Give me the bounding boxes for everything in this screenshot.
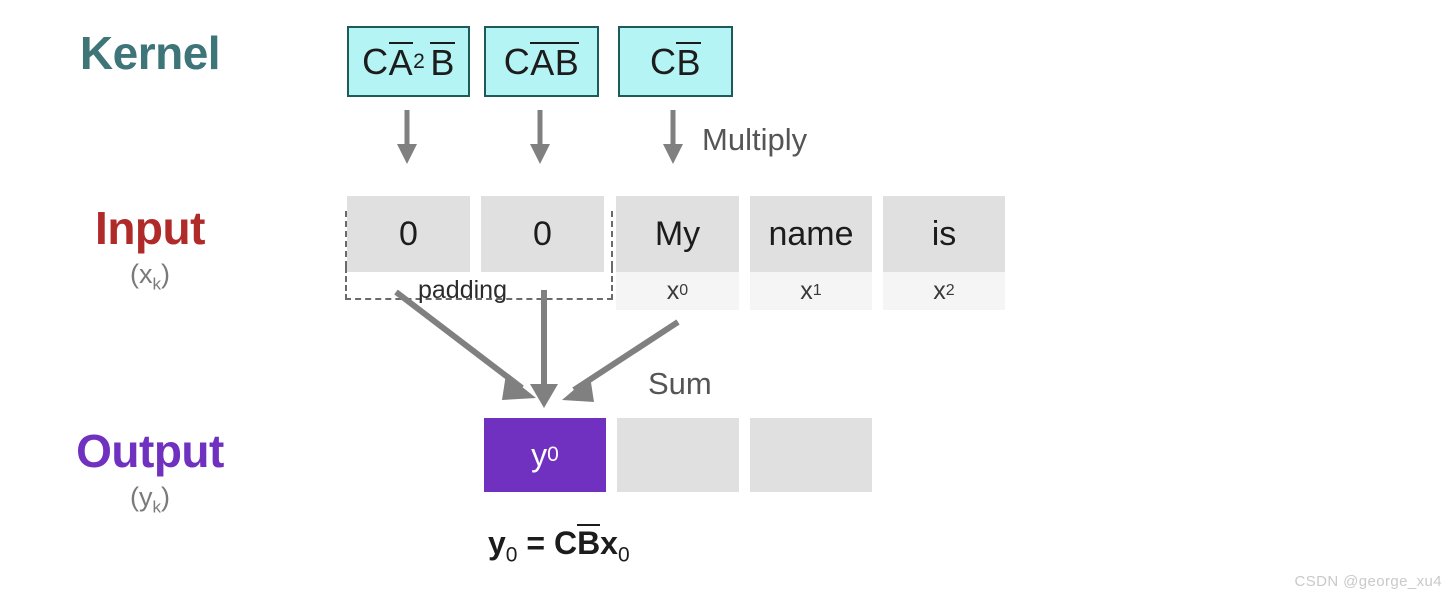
kernel-0-a-bar: A — [388, 42, 414, 83]
row-label-kernel: Kernel — [0, 30, 300, 76]
input-label-text: Input — [95, 202, 205, 254]
row-label-output: Output (yk) — [0, 428, 300, 515]
sum-arrow-left-icon — [394, 289, 536, 400]
input-cell-padding-0: 0 — [347, 196, 470, 272]
multiply-arrow-icon-1 — [530, 110, 550, 164]
sum-arrow-center-icon — [530, 290, 558, 408]
padding-region-outline — [345, 211, 613, 300]
input-cell-token-1: name — [750, 196, 872, 272]
output-cell-2 — [750, 418, 872, 492]
input-cell-token-0: My — [616, 196, 739, 272]
output-cell-1 — [617, 418, 739, 492]
output-formula: y0 = CBx0 — [488, 524, 630, 567]
kernel-label-text: Kernel — [79, 27, 221, 79]
kernel-0-c: C — [362, 40, 389, 82]
input-cell-token-2: is — [883, 196, 1005, 272]
output-label-sublabel: (yk) — [130, 482, 170, 517]
row-label-input: Input (xk) — [0, 205, 300, 292]
kernel-2-b-bar: B — [676, 42, 701, 83]
caption-sum: Sum — [648, 366, 712, 401]
caption-padding: padding — [418, 276, 507, 304]
sum-arrows-group — [394, 289, 680, 408]
kernel-1-c: C — [503, 40, 531, 82]
kernel-1-b-bar: B — [554, 42, 580, 83]
kernel-1-a-bar: A — [530, 42, 555, 83]
multiply-arrow-icon-0 — [397, 110, 417, 164]
kernel-0-b-bar: B — [430, 42, 455, 83]
input-cell-padding-1: 0 — [481, 196, 604, 272]
multiply-arrow-icon-2 — [663, 110, 683, 164]
sum-arrow-right-icon — [562, 319, 680, 402]
watermark: CSDN @george_xu4 — [1294, 573, 1442, 590]
caption-multiply: Multiply — [702, 122, 808, 157]
output-label-text: Output — [76, 425, 224, 477]
input-label-sublabel: (xk) — [130, 259, 170, 294]
kernel-2-c: C — [649, 40, 677, 82]
